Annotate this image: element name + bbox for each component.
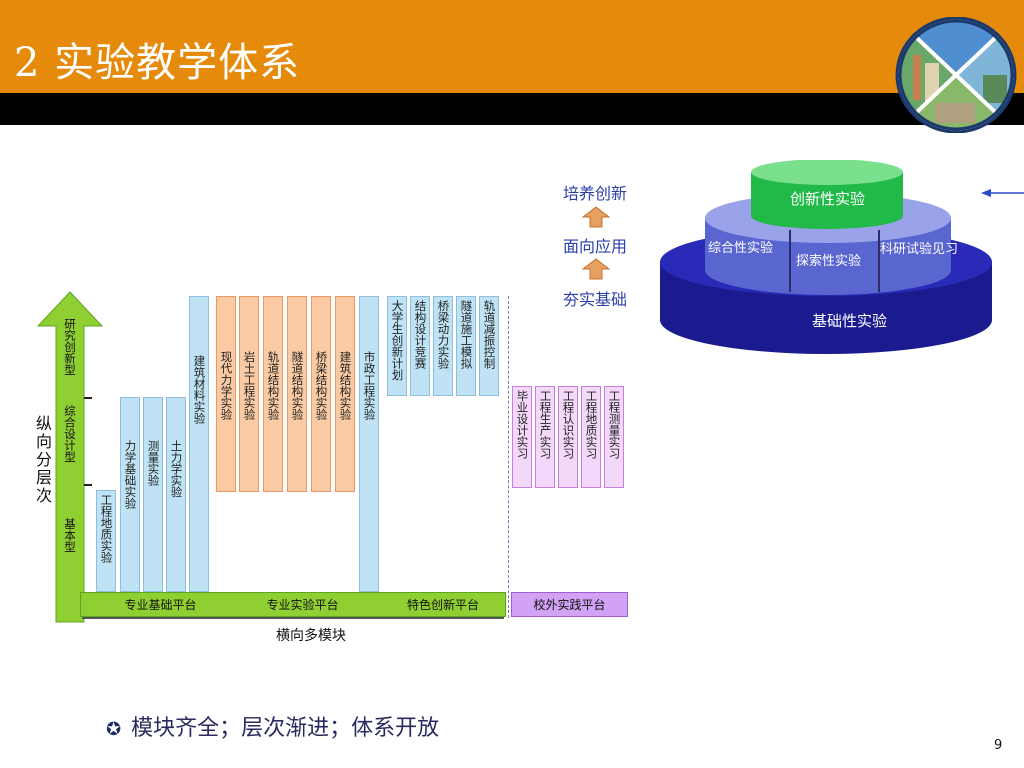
up-arrow-icon: [582, 258, 610, 280]
experiment-column: 现代力学实验: [216, 296, 236, 492]
experiment-column: 岩土工程实验: [239, 296, 259, 492]
vertical-axis-arrow: [36, 291, 104, 623]
title-bar: [0, 0, 1024, 93]
experiment-column: 隧道施工模拟: [456, 296, 476, 396]
horizontal-axis-line: [82, 617, 504, 619]
platforms-bar: [80, 592, 506, 617]
vertical-axis-label: 纵向分层次: [36, 414, 53, 505]
pyramid-middle-label: 综合性实验: [708, 241, 774, 256]
platform-label: 校外实践平台: [511, 592, 628, 617]
experiment-column: 轨道结构实验: [263, 296, 283, 492]
pyramid-base-label: 基础性实验: [812, 312, 888, 330]
experiment-column: 建筑材料实验: [189, 296, 209, 592]
experiment-column: 结构设计竞赛: [410, 296, 430, 396]
platform-label: 专业基础平台: [124, 598, 197, 612]
practice-column: 工程测量实习: [604, 386, 624, 488]
experiment-column: 大学生创新计划: [387, 296, 407, 396]
level-label: 研究创新型: [63, 318, 77, 376]
university-logo-icon: [895, 17, 1017, 133]
experiment-column: 桥梁动力实验: [433, 296, 453, 396]
platform-separator: [508, 296, 509, 618]
pyramid-diagram: [660, 160, 1024, 354]
experiment-column: 轨道减振控制: [479, 296, 499, 396]
experiment-column: 隧道结构实验: [287, 296, 307, 492]
practice-column: 工程认识实习: [558, 386, 578, 488]
horizontal-axis-label: 横向多模块: [276, 628, 346, 644]
step-label: 夯实基础: [563, 290, 628, 309]
platform-label: 特色创新平台: [406, 598, 479, 612]
summary-text: 模块齐全；层次渐进；体系开放: [131, 716, 440, 741]
experiment-column: 土力学实验: [166, 397, 186, 592]
experiment-column: 建筑结构实验: [335, 296, 355, 492]
practice-column: 工程生产实习: [535, 386, 555, 488]
pyramid-middle-label: 探索性实验: [796, 254, 862, 269]
experiment-column: 力学基础实验: [120, 397, 140, 592]
slide-title: 2 实验教学体系: [14, 40, 301, 86]
title-bar-band: [0, 93, 1024, 125]
step-label: 面向应用: [563, 237, 628, 256]
experiment-column: 工程地质实验: [96, 490, 116, 592]
practice-column: 毕业设计实习: [512, 386, 532, 488]
platform-label: 专业实验平台: [266, 598, 339, 612]
level-label: 综合设计型: [63, 405, 77, 463]
pyramid-top-label: 创新性实验: [790, 190, 866, 208]
experiment-column: 测量实验: [143, 397, 163, 592]
page-number: 9: [994, 738, 1003, 753]
experiment-column: 桥梁结构实验: [311, 296, 331, 492]
step-label: 培养创新: [563, 184, 628, 203]
star-bullet-icon: ✪: [106, 719, 122, 740]
practice-column: 工程地质实习: [581, 386, 601, 488]
pyramid-middle-label: 科研试验见习: [880, 242, 959, 257]
summary-bullet: ✪ 模块齐全；层次渐进；体系开放: [106, 710, 439, 742]
level-label: 基本型: [63, 518, 77, 553]
up-arrow-icon: [582, 206, 610, 228]
experiment-column: 市政工程实验: [359, 296, 379, 592]
